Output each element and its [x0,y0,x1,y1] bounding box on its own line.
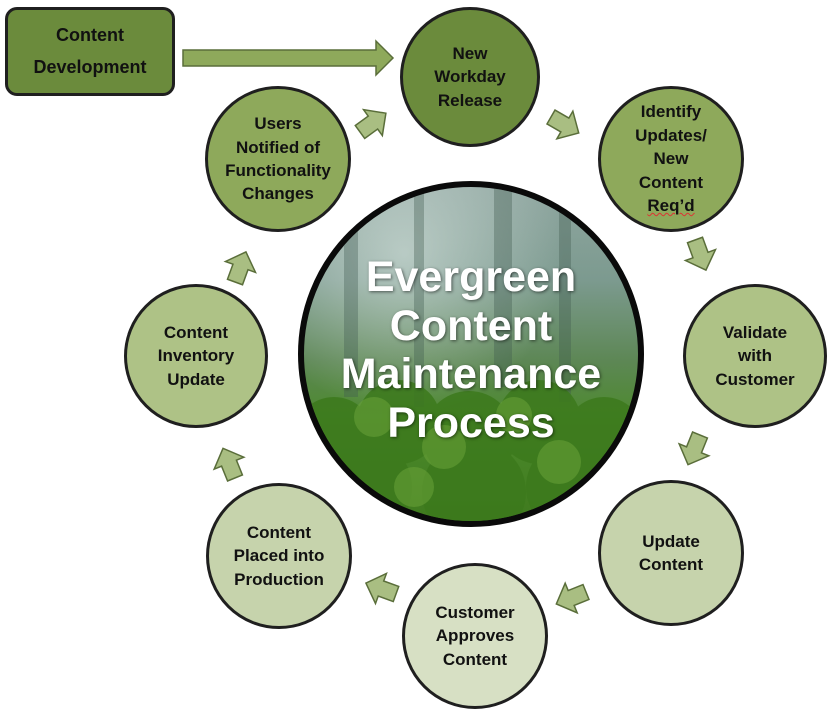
identify-reqd-text: Req’d [647,196,695,216]
step-label: New Workday Release [434,43,506,110]
center-title: Evergreen Content Maintenance Process [340,253,602,447]
step-validate-with-customer: Validate with Customer [683,284,827,428]
arrow-users-to-release [354,108,387,140]
content-development-label: Content Development [33,25,147,77]
step-label: Users Notified of Functionality Changes [225,114,331,204]
content-development-box: Content Development [5,7,175,96]
step-label: Content Placed into Production [233,522,325,589]
identify-main-text: Identify Updates/ New Content [635,102,707,192]
step-update-content: Update Content [598,480,744,626]
step-users-notified: Users Notified of Functionality Changes [205,86,351,232]
step-label: Content Inventory Update [157,322,235,389]
step-content-inventory: Content Inventory Update [124,284,268,428]
step-new-workday-release: New Workday Release [400,7,540,147]
step-customer-approves: Customer Approves Content [402,563,548,709]
arrow-update-to-approves [555,581,590,615]
forest-background-image [304,187,638,521]
step-label: Update Content [638,531,704,574]
arrow-placed-to-inventory [212,447,246,482]
arrow-release-to-identify [545,109,580,141]
arrow-identify-to-validate [683,236,717,272]
center-hub: Evergreen Content Maintenance Process [298,181,644,527]
arrow-box-to-release [182,39,395,77]
step-label: Customer Approves Content [435,602,515,669]
arrow-inventory-to-users [223,250,257,286]
step-label: Validate with Customer [715,322,795,389]
arrow-approves-to-placed [364,572,400,606]
arrow-validate-to-update [677,431,711,466]
